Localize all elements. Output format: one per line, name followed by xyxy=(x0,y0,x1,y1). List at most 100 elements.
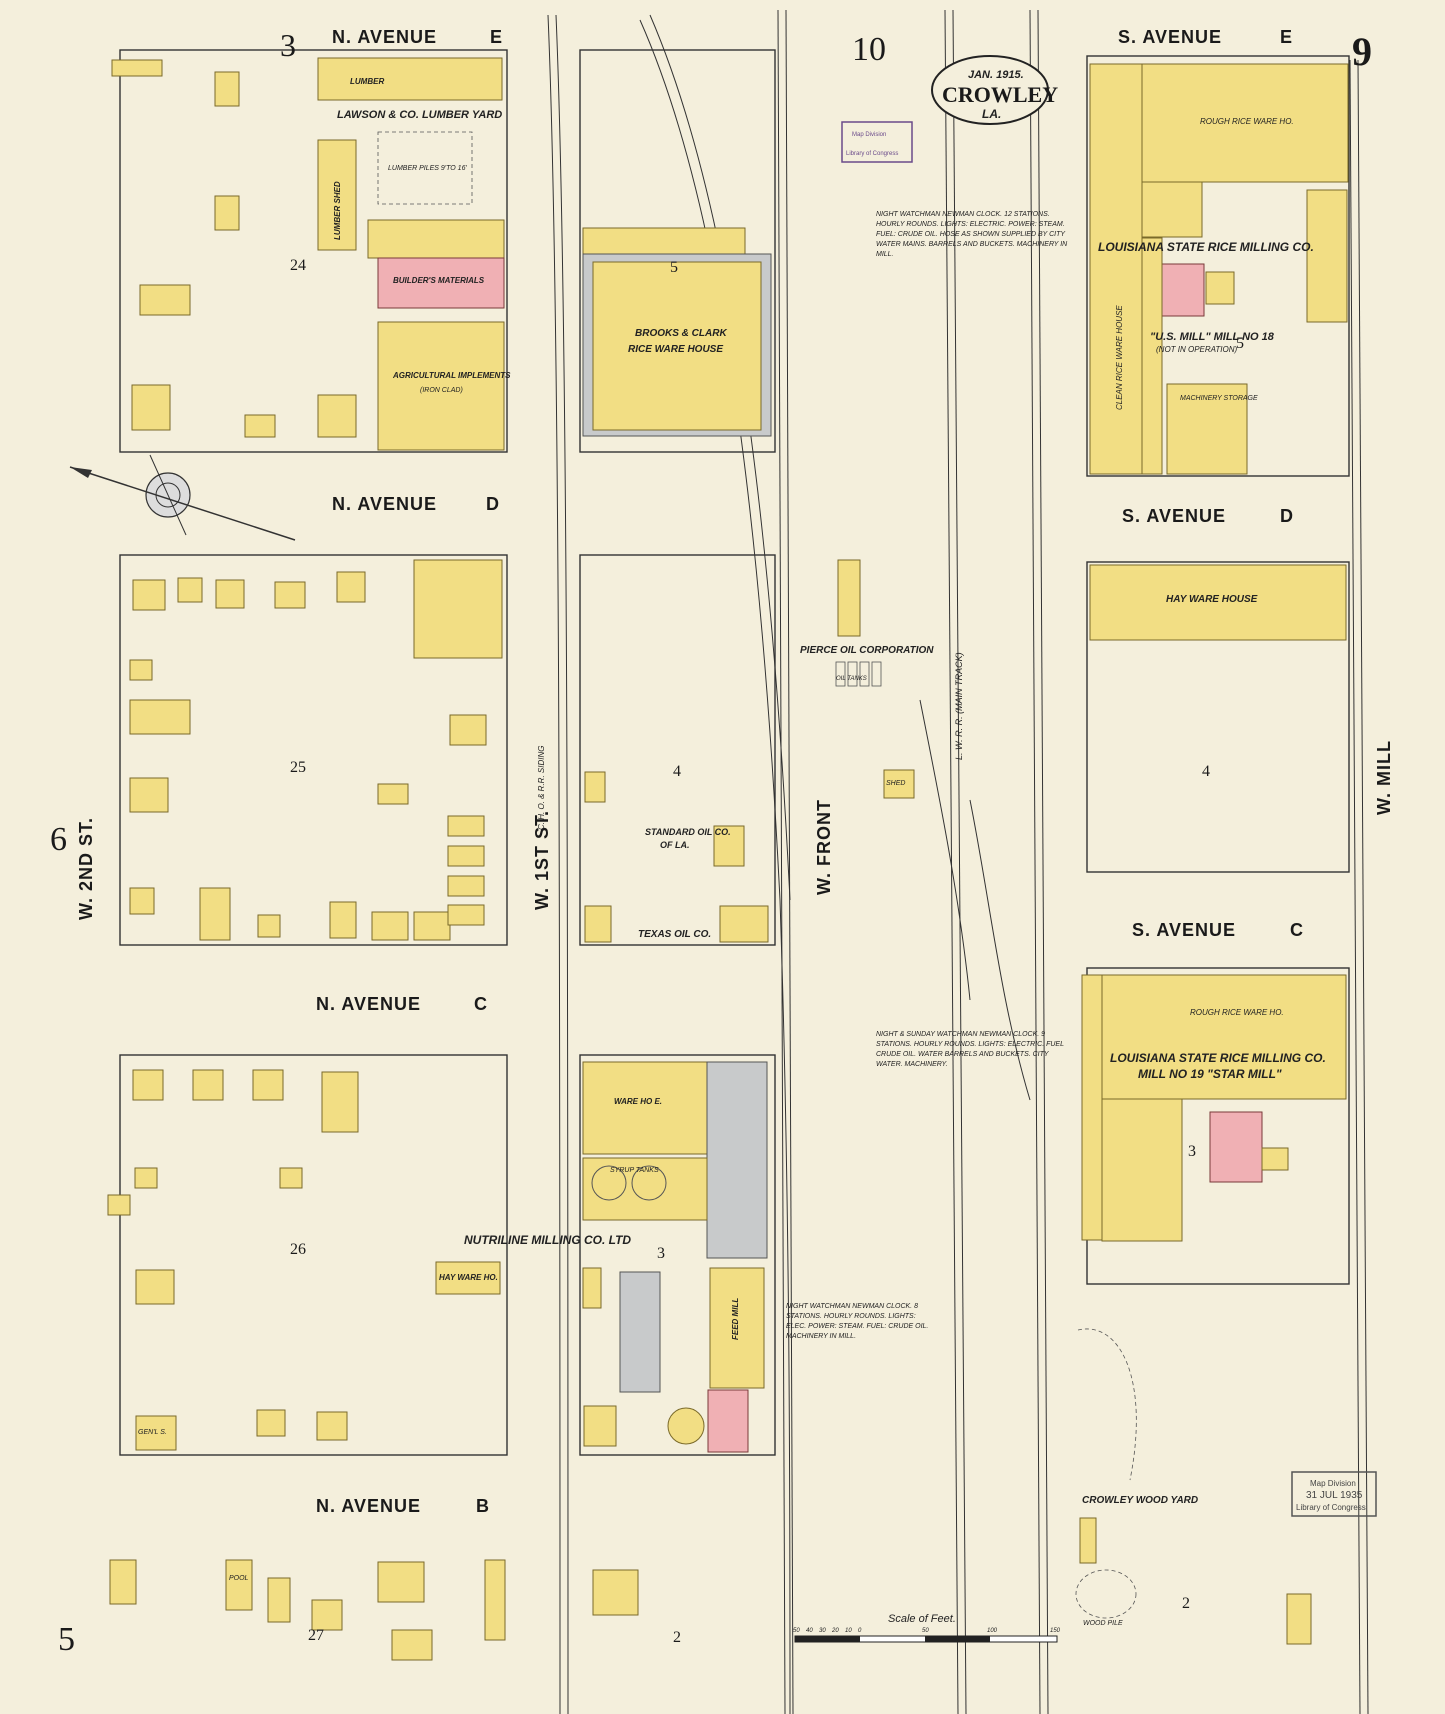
block-number: 3 xyxy=(1188,1143,1196,1160)
syrup-tank xyxy=(631,1165,667,1201)
texas-oil-shed xyxy=(584,905,612,943)
block-number: 2 xyxy=(673,1629,681,1646)
crowley-wood-yard-label: CROWLEY WOOD YARD xyxy=(1082,1495,1198,1506)
not-in-operation-label: (NOT IN OPERATION) xyxy=(1156,345,1238,354)
dwelling xyxy=(377,783,409,805)
dwelling xyxy=(135,1269,175,1305)
block-number: 3 xyxy=(657,1245,665,1262)
clean-rice-ware-house xyxy=(1089,63,1143,475)
library-stamp-dated xyxy=(1291,1471,1377,1517)
star-mill-boiler xyxy=(1209,1111,1263,1183)
rough-rice-ware-house xyxy=(1111,63,1349,183)
dwelling xyxy=(214,71,240,107)
dwelling xyxy=(132,579,166,611)
oil-ware-house-2 xyxy=(719,905,769,943)
scale-tick: 10 xyxy=(845,1628,852,1634)
stamp-text: Library of Congress xyxy=(1296,1503,1366,1512)
block-25-outline xyxy=(119,554,508,946)
us-mill-note: NIGHT WATCHMAN NEWMAN CLOCK. 12 STATIONS… xyxy=(876,211,1067,258)
dwelling xyxy=(447,845,485,867)
alfalfa-building xyxy=(619,1271,661,1393)
stamp-text: Map Division xyxy=(1310,1479,1356,1488)
star-mill-label: MILL NO 19 "STAR MILL" xyxy=(1138,1067,1282,1081)
outbuilding xyxy=(584,771,606,803)
street-s-avenue-c: S. AVENUE xyxy=(1132,920,1236,940)
block-number: 5 xyxy=(670,259,678,276)
scale-tick: 150 xyxy=(1050,1628,1061,1634)
wood-shed xyxy=(1286,1593,1312,1645)
street-w-mill: W. MILL xyxy=(1374,740,1394,815)
adjacent-sheet-ref: 3 xyxy=(280,27,296,63)
wood-pile-label: WOOD PILE xyxy=(1083,1620,1123,1627)
iron-clad-label: (IRON CLAD) xyxy=(420,387,463,394)
railroad-label: L. W. R. R. (MAIN TRACK) xyxy=(954,652,964,760)
lumber-piles-label: LUMBER PILES 9'TO 16' xyxy=(388,165,467,172)
ware-house-under-construction xyxy=(706,1061,768,1259)
block-number: 2 xyxy=(1182,1595,1190,1612)
sheet-number: 9 xyxy=(1352,29,1372,74)
siding-label: C. H. O. & R.R. SIDING xyxy=(537,746,546,830)
syrup-tank xyxy=(591,1165,627,1201)
storage-building xyxy=(583,1405,617,1447)
nutriline-note: NIGHT WATCHMAN NEWMAN CLOCK. 8 STATIONS.… xyxy=(786,1303,928,1340)
dwelling xyxy=(129,777,169,813)
shed xyxy=(1079,1517,1097,1564)
hay-ware-west-label: HAY WARE HO. xyxy=(439,1273,498,1282)
block-number: 5 xyxy=(1236,335,1244,352)
street-s-avenue-e: S. AVENUE xyxy=(1118,27,1222,47)
dwelling xyxy=(316,1411,348,1441)
machinery-storage-label: MACHINERY STORAGE xyxy=(1180,395,1258,402)
rough-rice-label: ROUGH RICE WARE HO. xyxy=(1200,117,1294,126)
street-letter: B xyxy=(476,1496,490,1516)
dwelling xyxy=(252,1069,284,1101)
dwelling xyxy=(592,1569,639,1616)
street-letter: D xyxy=(1280,506,1294,526)
stamp-text: Library of Congress xyxy=(846,151,898,157)
lsrm-mill-19-label: LOUISIANA STATE RICE MILLING CO. xyxy=(1110,1051,1326,1065)
hay-ware-house-east xyxy=(1089,564,1347,641)
compass-rose-icon xyxy=(69,454,296,541)
stamp-text: 31 JUL 1935 xyxy=(1306,1490,1363,1501)
street-s-avenue-d: S. AVENUE xyxy=(1122,506,1226,526)
dwelling xyxy=(244,414,276,438)
street-letter: D xyxy=(486,494,500,514)
machinery-storage xyxy=(1166,383,1248,475)
dwelling xyxy=(199,887,231,941)
scale-label: Scale of Feet. xyxy=(888,1613,956,1625)
dwelling xyxy=(192,1069,224,1101)
block-5-east-outline xyxy=(1086,55,1350,477)
feed-mill-label: FEED MILL xyxy=(731,1298,740,1340)
agricultural-implements-label: AGRICULTURAL IMPLEMENTS xyxy=(392,371,511,380)
oil-ware-house xyxy=(713,825,745,867)
lumber-building xyxy=(317,57,503,101)
lumber-piles-outline xyxy=(377,131,473,205)
nutriline-label: NUTRILINE MILLING CO. LTD xyxy=(464,1233,631,1247)
cane-oil-tank xyxy=(667,1407,705,1445)
dwelling xyxy=(447,875,485,897)
railroad-tracks xyxy=(547,9,1369,1714)
feed-mill xyxy=(709,1267,765,1389)
scale-tick: 30 xyxy=(819,1628,826,1634)
oil-tanks-label: OIL TANKS xyxy=(836,676,867,682)
hay-ware-house-west xyxy=(435,1261,501,1295)
dwelling xyxy=(131,384,171,431)
street-w-2nd: W. 2ND ST. xyxy=(76,817,96,920)
block-number: 4 xyxy=(1202,763,1210,780)
ware-house-e-label: WARE HO E. xyxy=(614,1097,662,1106)
lumber-shed-2 xyxy=(367,219,505,259)
lsrm-mill-18-label: LOUISIANA STATE RICE MILLING CO. xyxy=(1098,240,1314,254)
lumber-label: LUMBER xyxy=(350,77,384,86)
dwelling xyxy=(447,904,485,926)
us-mill-boiler xyxy=(1159,263,1205,317)
outbuilding xyxy=(107,1194,131,1216)
general-store-building xyxy=(135,1415,177,1451)
lawson-lumber-label: LAWSON & CO. LUMBER YARD xyxy=(337,109,502,121)
syrup-tanks-area xyxy=(582,1157,708,1221)
scale-tick: 0 xyxy=(858,1628,862,1634)
us-mill-label: "U.S. MILL" MILL NO 18 xyxy=(1150,331,1275,343)
outbuilding xyxy=(1261,1147,1289,1171)
pierce-oil-label: PIERCE OIL CORPORATION xyxy=(800,645,934,656)
scale-tick: 100 xyxy=(987,1628,998,1634)
dwelling xyxy=(311,1599,343,1631)
